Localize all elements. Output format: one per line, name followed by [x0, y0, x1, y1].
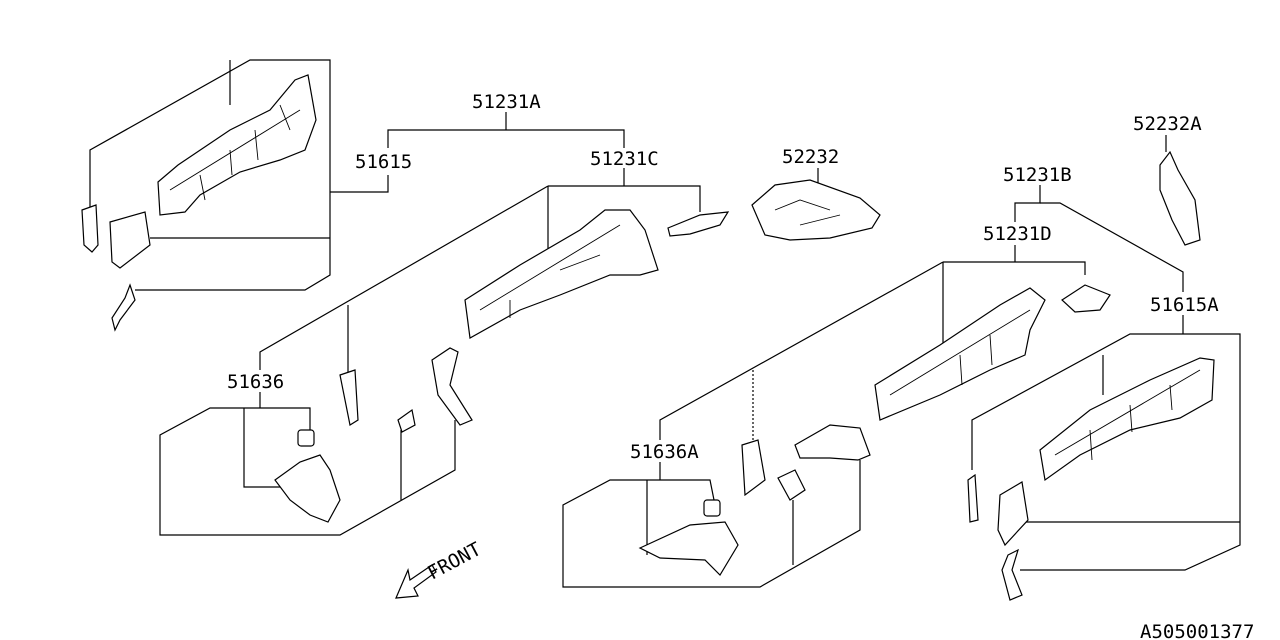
part-bracket-left-2[interactable]: [109, 211, 151, 269]
label-51615A[interactable]: 51615A: [1150, 294, 1219, 316]
label-51231C[interactable]: 51231C: [590, 148, 659, 170]
part-frame-rail-51231C[interactable]: [464, 209, 659, 339]
part-clip-left[interactable]: [111, 283, 136, 332]
part-51636-bracket-b[interactable]: [397, 408, 416, 433]
front-arrow: FRONT: [395, 538, 485, 599]
part-bracket-51231C[interactable]: [667, 211, 730, 237]
part-bracket-left-1[interactable]: [81, 204, 99, 253]
leader-lines-51231A: [89, 59, 701, 536]
part-side-panel-left[interactable]: [157, 74, 317, 216]
part-bracket-right-2[interactable]: [997, 481, 1029, 547]
part-bracket-right-1[interactable]: [967, 473, 979, 523]
part-51636A-bracket-a[interactable]: [741, 439, 766, 497]
part-51636-bracket-a[interactable]: [339, 369, 359, 426]
diagram-id: A505001377: [1140, 621, 1254, 640]
part-51636-bracket-c[interactable]: [431, 347, 473, 426]
label-52232[interactable]: 52232: [782, 146, 839, 168]
label-51231B[interactable]: 51231B: [1003, 164, 1072, 186]
part-51636A-bracket-b[interactable]: [777, 469, 806, 501]
label-51231A[interactable]: 51231A: [472, 91, 541, 113]
label-51636A[interactable]: 51636A: [630, 441, 699, 463]
label-51636[interactable]: 51636: [227, 371, 284, 393]
leader-lines-51231B: [562, 135, 1241, 588]
part-52232A[interactable]: [1159, 150, 1201, 246]
part-51636-mount[interactable]: [274, 429, 341, 523]
part-52232[interactable]: [751, 179, 881, 241]
part-frame-rail-51231D[interactable]: [874, 287, 1046, 421]
front-label: FRONT: [424, 538, 485, 584]
part-51636A-bracket-c[interactable]: [794, 424, 871, 461]
part-clip-right[interactable]: [1001, 548, 1023, 601]
label-51615[interactable]: 51615: [355, 151, 412, 173]
part-side-panel-right[interactable]: [1039, 357, 1215, 482]
part-51636A-mount[interactable]: [638, 499, 739, 576]
label-52232A[interactable]: 52232A: [1133, 113, 1202, 135]
part-bracket-51231D[interactable]: [1061, 284, 1111, 313]
label-51231D[interactable]: 51231D: [983, 223, 1052, 245]
